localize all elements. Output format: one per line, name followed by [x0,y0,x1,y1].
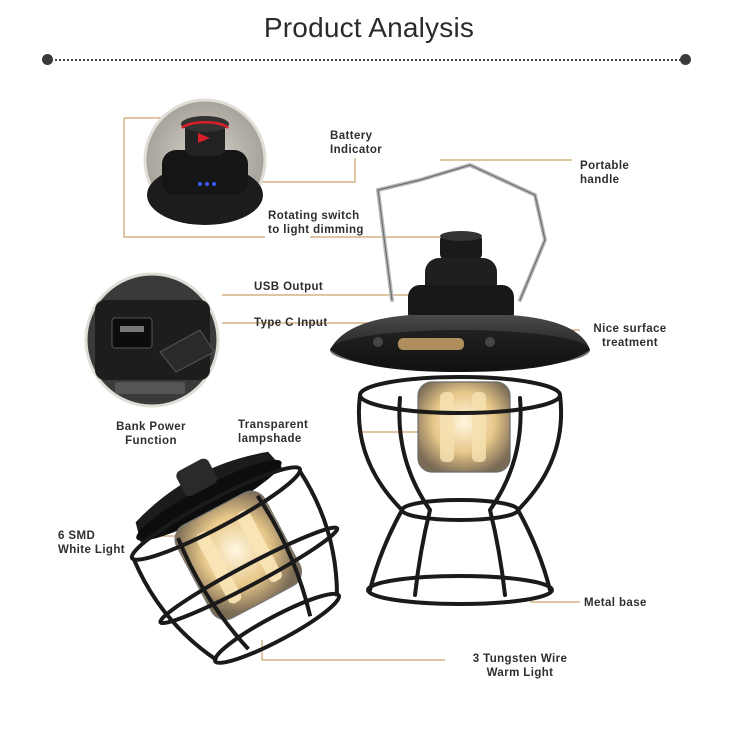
title-divider [47,59,685,61]
switch-detail-circle [143,98,267,225]
main-lantern [330,162,590,606]
usb-detail-circle [84,272,220,408]
divider-right-dot [680,54,691,65]
divider-left-dot [42,54,53,65]
page-title: Product Analysis [263,12,475,43]
type-c-input-label: Type C Input [254,317,328,329]
usb-output-label: USB Output [254,281,324,293]
tilted-lantern [129,451,342,665]
metal-base-label: Metal base [584,597,647,609]
